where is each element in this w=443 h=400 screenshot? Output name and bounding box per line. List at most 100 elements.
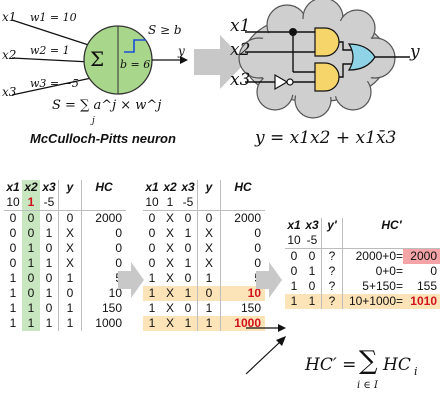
table2-cell: X [161,210,179,226]
table2-cell: 0 [220,256,265,271]
table1-weight-highlighted: 1 [22,195,40,211]
table2-weight: 10 [145,195,159,209]
table1-cell: 0 [81,241,126,256]
pointer-arrows [245,324,286,375]
table3-weights-row: 10 -5 [285,233,440,249]
table2-cell: 0 [184,271,192,285]
table3-cell-result: 0 [430,264,437,278]
table3-header-y-prime: y′ [321,218,343,233]
table1-cell: 0 [9,256,17,270]
table2-cell: 0 [179,210,198,226]
table3-cell: 0 [308,279,316,293]
table1-weight: -5 [43,195,55,209]
table2-cell: 1 [184,256,192,270]
table3-weight: -5 [306,233,318,247]
not-gate-icon [274,73,289,91]
table1-cell: 1 [9,286,17,300]
table1-cell: 0 [9,226,17,240]
hc-formula-lhs: HC′ = [305,355,357,375]
table2-cell: 1 [179,286,198,301]
circuit-input-x1: x1 [230,16,251,36]
table1-cell: 0 [81,256,126,271]
table2-cell: X [161,316,179,331]
table2-cell: X [165,301,174,315]
table3-header-hc-prime: HC′ [342,218,440,233]
table-row: 1X015 [143,271,265,286]
table3-cell-result-highlighted: 1010 [403,294,440,309]
table2-cell: 1 [143,286,161,301]
table1-header: x1 x2 x3 y HC [4,180,126,195]
cloud-fill [255,18,379,98]
table1-cell: 1 [45,286,53,300]
table2-cell: X [165,271,174,285]
table2-cell: 0 [184,241,192,255]
table2-cell: X [165,241,174,255]
table2-cell: 2000 [220,210,265,226]
table2-cell: 0 [197,210,221,226]
table1-cell: 1 [22,241,40,256]
table1-cell: 0 [58,210,82,226]
and-gate-top-icon [314,27,340,57]
input-label-x2: x2 [2,48,17,62]
table1-cell: 0 [45,301,53,315]
circuit-output-y: y [410,42,420,62]
table1-cell: 0 [45,241,53,255]
table1-header-x1: x1 [6,180,20,194]
table2-cell: X [165,256,174,270]
table3-cell-expr: 5+150= [342,279,403,294]
hc-formula-subscript: i [414,365,418,378]
table1-cell: 10 [81,286,126,301]
table2-cell: 1 [148,271,156,285]
output-label-y: y [178,44,185,58]
table2-header-x3: x3 [181,180,195,194]
table1-cell: 1 [45,316,53,330]
table1-cell: 0 [22,210,40,226]
table2-header-x2: x2 [163,180,177,194]
or-gate-icon [347,43,376,71]
step-function-icon [124,39,146,53]
table1-cell: 1000 [81,316,126,331]
table1-cell: 1 [9,271,17,285]
table2-cell: 0 [220,226,265,241]
neuron-caption: McCulloch-Pitts neuron [30,131,176,146]
table2-header-x1: x1 [145,180,159,194]
table3-header-x1: x1 [287,218,301,232]
table3-cell-result: 155 [416,279,437,293]
table2-weight: -5 [182,195,194,209]
table1-cell: 1 [22,301,40,316]
input-label-x1: x1 [2,10,17,24]
input-label-x3: x3 [2,85,17,99]
table-row: 10015 [4,271,126,286]
circuit-equation: y = x1x2 + x1x̄3 [255,128,397,148]
table3-cell: 1 [303,294,322,309]
big-right-arrow-icon [194,35,246,89]
hc-formula-term: HC [383,355,411,375]
table1-cell: 1 [58,271,82,286]
table1-header-x3: x3 [42,180,56,194]
table3-cell: 1 [290,279,298,293]
table1-cell: 0 [4,210,22,226]
table3-cell: 1 [285,294,303,309]
table1-cell: 0 [81,226,126,241]
hc-formula-sum: ∑ [359,346,378,376]
table2-cell: 0 [184,301,192,315]
circuit-svg [238,0,410,119]
neuron-diagram [0,0,200,150]
table2-weight: 1 [166,195,174,209]
table3-cell: 0 [285,248,303,264]
table2-header: x1 x2 x3 y HC [143,180,265,195]
